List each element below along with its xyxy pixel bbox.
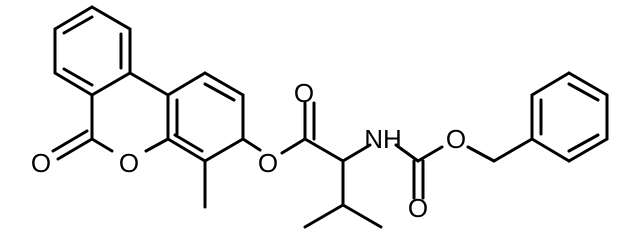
atom-o-ring: O xyxy=(119,148,139,178)
atom-o-lactone-carbonyl: O xyxy=(31,148,51,178)
bonds xyxy=(51,5,609,229)
atom-o-carbamate-carbonyl: O xyxy=(408,193,428,223)
atom-labels: O O O O NH O O xyxy=(31,78,466,223)
atom-o-carbamate: O xyxy=(446,124,466,154)
atom-o-ester-carbonyl: O xyxy=(294,78,314,108)
atom-nh: NH xyxy=(364,124,402,154)
atom-o-ester: O xyxy=(258,148,278,178)
